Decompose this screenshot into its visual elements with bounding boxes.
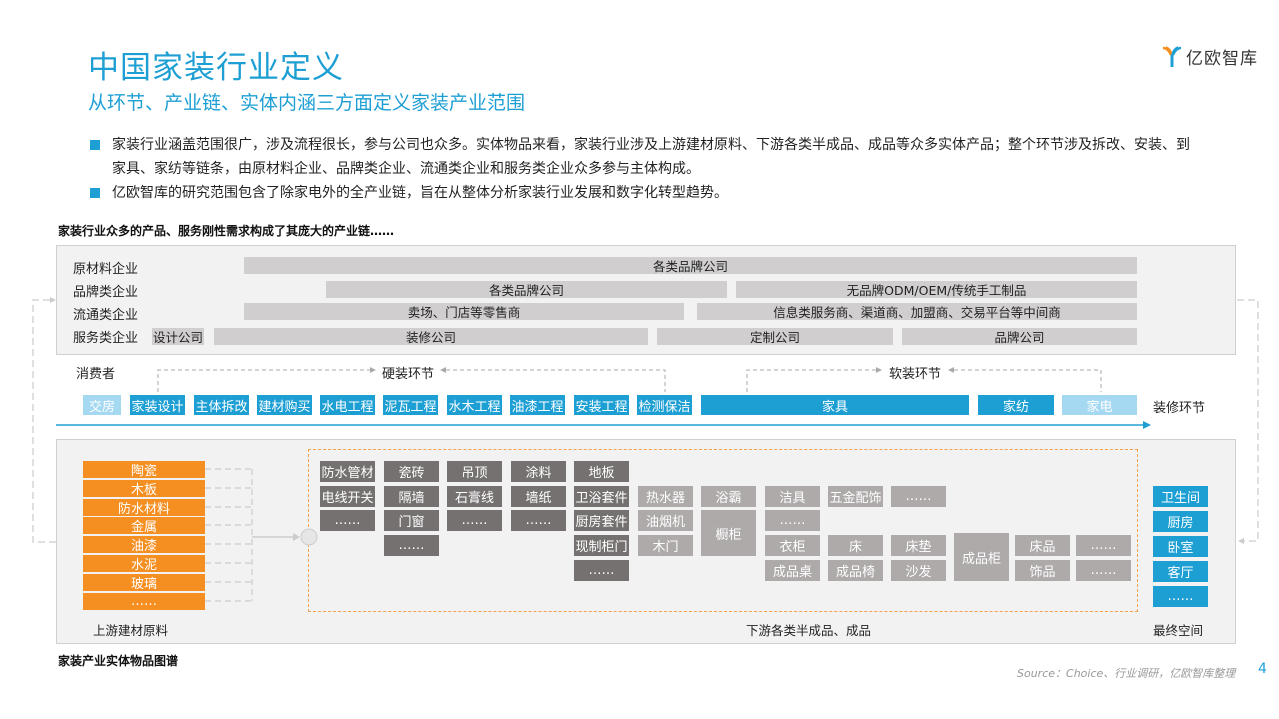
downstream-item: 防水管材 bbox=[320, 461, 375, 482]
stage-carpentry: 水木工程 bbox=[447, 395, 502, 415]
downstream-item: 现制柜门 bbox=[574, 535, 629, 556]
bar-design-company: 设计公司 bbox=[152, 328, 204, 345]
upstream-label: 上游建材原料 bbox=[93, 623, 169, 638]
downstream-item: 厨房套件 bbox=[574, 510, 629, 531]
downstream-item: 成品桌 bbox=[765, 560, 820, 581]
stage-masonry: 泥瓦工程 bbox=[383, 395, 438, 415]
downstream-item: 石膏线 bbox=[447, 486, 502, 507]
figure-caption: 家装产业实体物品图谱 bbox=[58, 654, 179, 668]
downstream-item: 卫浴套件 bbox=[574, 486, 629, 507]
logo-text: 亿欧智库 bbox=[1186, 49, 1258, 69]
bullet-item: 亿欧智库的研究范围包含了除家电外的全产业链，旨在从整体分析家装行业发展和数字化转… bbox=[88, 181, 1198, 205]
final-space-item: 客厅 bbox=[1153, 561, 1208, 582]
downstream-item: 床 bbox=[828, 535, 883, 556]
stage-design: 家装设计 bbox=[130, 395, 185, 415]
hard-install-label: 硬装环节 bbox=[382, 367, 435, 382]
source-note: Source：Choice、行业调研，亿欧智库整理 bbox=[1017, 667, 1236, 680]
downstream-item: 电线开关 bbox=[320, 486, 375, 507]
bar-intermediaries: 信息类服务商、渠道商、加盟商、交易平台等中间商 bbox=[697, 303, 1137, 320]
chain-caption: 家装行业众多的产品、服务刚性需求构成了其庞大的产业链…… bbox=[58, 224, 395, 238]
upstream-item: 金属 bbox=[83, 517, 205, 535]
page-number: 4 bbox=[1258, 661, 1267, 677]
downstream-item: 衣柜 bbox=[765, 535, 820, 556]
final-space-label: 最终空间 bbox=[1153, 623, 1204, 638]
downstream-item: 浴霸 bbox=[701, 486, 756, 507]
downstream-item: 洁具 bbox=[765, 486, 820, 507]
upstream-connectors bbox=[205, 468, 318, 602]
row-label-raw-material: 原材料企业 bbox=[73, 262, 139, 277]
stage-material-purchase: 建材购买 bbox=[257, 395, 312, 415]
downstream-item: 油烟机 bbox=[638, 510, 693, 531]
bar-brand-company: 品牌公司 bbox=[902, 328, 1137, 345]
downstream-item: 沙发 bbox=[891, 560, 946, 581]
page-title: 中国家装行业定义 bbox=[88, 50, 344, 86]
row-label-distribution: 流通类企业 bbox=[73, 308, 139, 323]
bar-unbranded-oem: 无品牌ODM/OEM/传统手工制品 bbox=[736, 281, 1137, 298]
downstream-item: …… bbox=[447, 510, 502, 531]
downstream-item: 热水器 bbox=[638, 486, 693, 507]
downstream-item: 木门 bbox=[638, 535, 693, 556]
final-space-item: 厨房 bbox=[1153, 511, 1208, 532]
downstream-item: …… bbox=[891, 486, 946, 507]
downstream-item: 地板 bbox=[574, 461, 629, 482]
stage-textiles: 家纺 bbox=[978, 395, 1054, 415]
upstream-item: …… bbox=[83, 593, 205, 610]
upstream-item: 玻璃 bbox=[83, 574, 205, 592]
downstream-item: …… bbox=[320, 510, 375, 531]
stage-painting: 油漆工程 bbox=[510, 395, 565, 415]
bar-retailers: 卖场、门店等零售商 bbox=[244, 303, 684, 320]
downstream-item: 隔墙 bbox=[384, 486, 439, 507]
stage-inspection-cleaning: 检测保洁 bbox=[637, 395, 692, 415]
downstream-item: 成品椅 bbox=[828, 560, 883, 581]
bar-raw-brand: 各类品牌公司 bbox=[244, 257, 1137, 274]
upstream-item: 防水材料 bbox=[83, 499, 205, 517]
row-label-service: 服务类企业 bbox=[73, 331, 139, 346]
downstream-item: 五金配饰 bbox=[828, 486, 883, 507]
upstream-item: 陶瓷 bbox=[83, 461, 205, 479]
downstream-item: …… bbox=[1076, 560, 1131, 581]
flow-label: 装修环节 bbox=[1153, 401, 1206, 416]
stage-installation: 安装工程 bbox=[574, 395, 629, 415]
upstream-item: 油漆 bbox=[83, 536, 205, 554]
upstream-item: 水泥 bbox=[83, 555, 205, 573]
stage-plumbing-electric: 水电工程 bbox=[320, 395, 375, 415]
downstream-label: 下游各类半成品、成品 bbox=[746, 623, 872, 638]
downstream-item: …… bbox=[1076, 535, 1131, 556]
downstream-item: 门窗 bbox=[384, 510, 439, 531]
downstream-item: …… bbox=[384, 535, 439, 556]
intro-bullets: 家装行业涵盖范围很广，涉及流程很长，参与公司也众多。实体物品来看，家装行业涉及上… bbox=[88, 133, 1198, 205]
final-space-item: …… bbox=[1153, 586, 1208, 607]
bar-custom-company: 定制公司 bbox=[657, 328, 893, 345]
row-label-brand: 品牌类企业 bbox=[73, 285, 139, 300]
bar-brand-companies: 各类品牌公司 bbox=[326, 281, 727, 298]
page-subtitle: 从环节、产业链、实体内涵三方面定义家装产业范围 bbox=[88, 92, 526, 114]
bullet-square-icon bbox=[90, 140, 100, 150]
downstream-item: 床品 bbox=[1015, 535, 1070, 556]
stage-appliances: 家电 bbox=[1062, 395, 1137, 415]
downstream-item: 床垫 bbox=[891, 535, 946, 556]
stage-furniture: 家具 bbox=[701, 395, 969, 415]
downstream-item: 瓷砖 bbox=[384, 461, 439, 482]
downstream-item: …… bbox=[574, 560, 629, 581]
consumer-label: 消费者 bbox=[76, 367, 116, 382]
logo: 亿欧智库 bbox=[1162, 44, 1258, 69]
downstream-item: 成品柜 bbox=[954, 533, 1009, 581]
downstream-item: 涂料 bbox=[511, 461, 566, 482]
final-space-item: 卧室 bbox=[1153, 536, 1208, 557]
soft-install-label: 软装环节 bbox=[889, 367, 942, 382]
stage-demolition: 主体拆改 bbox=[194, 395, 249, 415]
bullet-item: 家装行业涵盖范围很广，涉及流程很长，参与公司也众多。实体物品来看，家装行业涉及上… bbox=[88, 133, 1198, 181]
logo-icon bbox=[1162, 45, 1182, 67]
bullet-square-icon bbox=[90, 188, 100, 198]
downstream-item: …… bbox=[511, 510, 566, 531]
upstream-item: 木板 bbox=[83, 480, 205, 498]
bar-renovation-company: 装修公司 bbox=[214, 328, 648, 345]
stage-handover: 交房 bbox=[83, 395, 121, 415]
downstream-item: …… bbox=[765, 510, 820, 531]
downstream-item: 饰品 bbox=[1015, 560, 1070, 581]
downstream-item: 吊顶 bbox=[447, 461, 502, 482]
final-space-item: 卫生间 bbox=[1153, 486, 1208, 507]
downstream-item: 橱柜 bbox=[701, 510, 756, 556]
downstream-item: 墙纸 bbox=[511, 486, 566, 507]
